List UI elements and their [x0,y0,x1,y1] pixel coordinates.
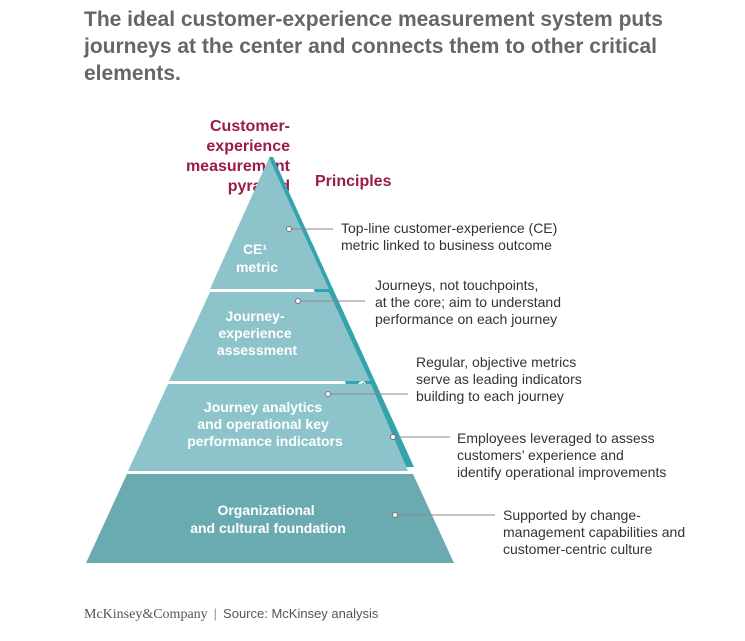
tier-label-line: Journey analytics [204,399,322,415]
tier-organizational-foundation [86,474,454,563]
tier-label-line: performance indicators [187,433,343,449]
principle-leading-indicators: Regular, objective metrics serve as lead… [416,354,582,404]
principle-ce-metric: Top-line customer-experience (CE) metric… [341,220,558,253]
leader-dot [392,512,398,518]
tier-label-line: and operational key [197,416,329,432]
source-note: Source: McKinsey analysis [223,606,379,621]
principle-foundation: Supported by change- management capabili… [503,507,686,557]
leader-dot [325,391,331,397]
tier-label-line: CE¹ [243,241,267,257]
tier-label-line: metric [236,259,278,275]
brand-logo: McKinsey&Company [84,607,208,622]
principle-journeys: Journeys, not touchpoints, at the core; … [375,277,561,327]
leader-dots [286,226,398,518]
leader-dot [295,298,301,304]
tier-label-journey-experience: Journey- experience assessment [217,308,298,358]
tier-ce-metric [210,158,329,289]
leader-dot [390,434,396,440]
tier-journey-analytics [128,384,408,471]
page-title: The ideal customer-experience measuremen… [84,8,663,85]
principle-employees: Employees leveraged to assess customers’… [457,430,667,480]
leader-dot [286,226,292,232]
tier-journey-experience [169,292,370,381]
tier-label-journey-analytics: Journey analytics and operational key pe… [187,399,343,449]
tier-label-line: experience [218,325,291,341]
leader-lines [289,228,495,516]
tier-label-line: assessment [217,342,298,358]
employee-feedback-band [269,157,414,467]
principles-label: Principles [315,173,392,190]
tier-label-line: and cultural foundation [190,520,346,536]
footer-separator: | [213,606,218,621]
tier-label-organizational: Organizational and cultural foundation [190,502,346,536]
tier-label-line: Journey- [225,308,284,324]
tier-label-ce: CE¹ metric [236,241,278,275]
tier-label-line: Organizational [217,502,314,518]
footer: McKinsey&Company | Source: McKinsey analys… [84,606,378,623]
